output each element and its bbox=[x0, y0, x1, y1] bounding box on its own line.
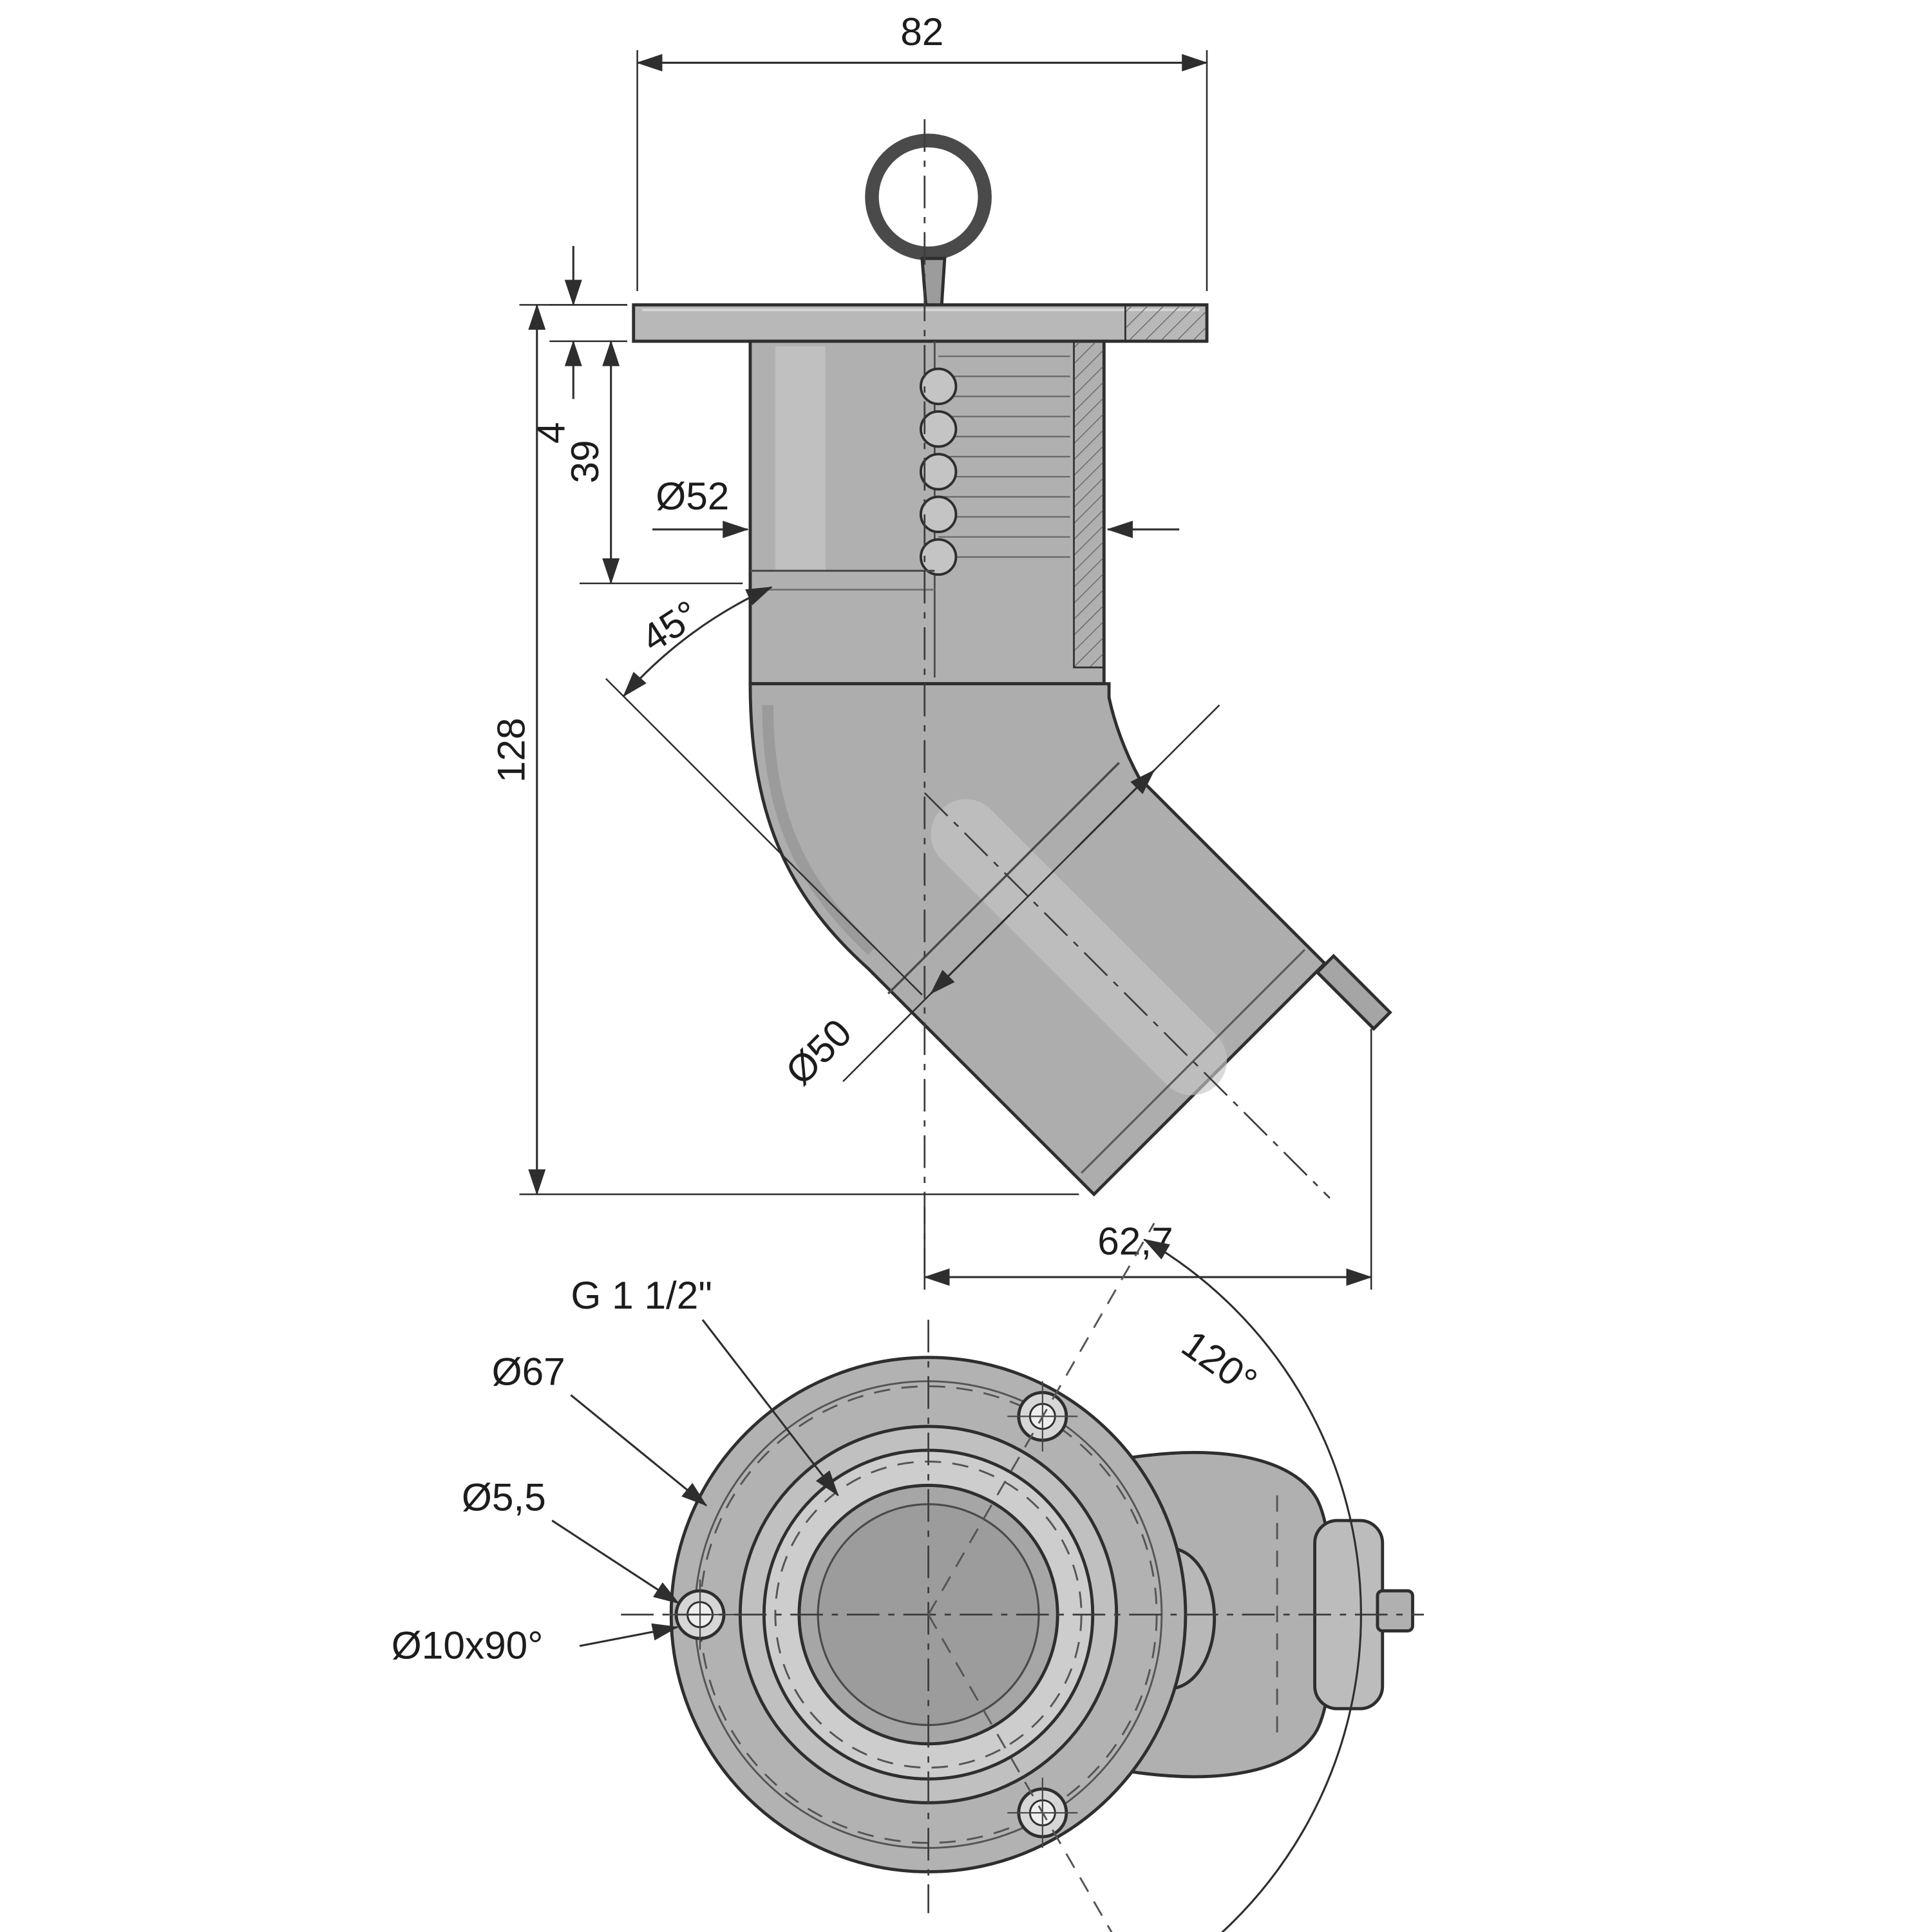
leader-thread-spec: G 1 1/2" bbox=[571, 1273, 839, 1497]
dim-label-flange-od: Ø67 bbox=[492, 1350, 565, 1394]
leader-flange-od: Ø67 bbox=[492, 1350, 708, 1506]
dim-flange-thickness-4: 4 bbox=[529, 245, 628, 444]
flange-section-hatch bbox=[1124, 304, 1208, 343]
outlet-clip-tab bbox=[1315, 953, 1392, 1031]
dim-overall-height-128: 128 bbox=[489, 303, 1079, 1196]
dim-label-countersink: Ø10x90° bbox=[392, 1623, 544, 1667]
leader-hole-diameter: Ø5,5 bbox=[462, 1475, 680, 1604]
spring-coil bbox=[919, 367, 958, 576]
dim-label-overall-height: 128 bbox=[489, 718, 533, 783]
dim-label-outlet-od: Ø50 bbox=[777, 1010, 860, 1094]
thread-lines bbox=[938, 355, 1070, 558]
outlet-axis-centerline bbox=[923, 792, 1331, 1199]
dim-width-82: 82 bbox=[636, 10, 1208, 291]
dim-label-outlet-offset: 62,7 bbox=[1097, 1219, 1173, 1263]
dim-label-thread-spec: G 1 1/2" bbox=[571, 1273, 712, 1317]
side-view: 82 4 39 128 Ø52 bbox=[489, 10, 1392, 1290]
outlet-clip-tab-bottom bbox=[1376, 1589, 1414, 1633]
thread-wall-section-hatch bbox=[1073, 340, 1105, 668]
bottom-view: 120° G 1 1/2" Ø67 Ø5,5 Ø10x90° bbox=[392, 1222, 1425, 1932]
dim-label-pipe-od: Ø52 bbox=[656, 474, 729, 518]
dim-label-hole-diameter: Ø5,5 bbox=[462, 1475, 546, 1519]
body-highlight bbox=[775, 346, 826, 573]
pull-ring bbox=[865, 133, 992, 261]
dim-label-width: 82 bbox=[900, 10, 943, 53]
outlet-rim-line bbox=[1081, 949, 1306, 1174]
elbow-shade bbox=[762, 705, 876, 955]
dim-pipe-od-52: Ø52 bbox=[652, 474, 1180, 538]
dim-label-hole-angle: 120° bbox=[1174, 1321, 1265, 1403]
elbow-seam-line bbox=[887, 762, 1120, 995]
dim-thread-length-39: 39 bbox=[563, 340, 743, 585]
leader-countersink: Ø10x90° bbox=[392, 1623, 679, 1667]
dim-label-bend-angle: 45° bbox=[634, 592, 707, 661]
dim-label-thread-length: 39 bbox=[563, 440, 607, 483]
